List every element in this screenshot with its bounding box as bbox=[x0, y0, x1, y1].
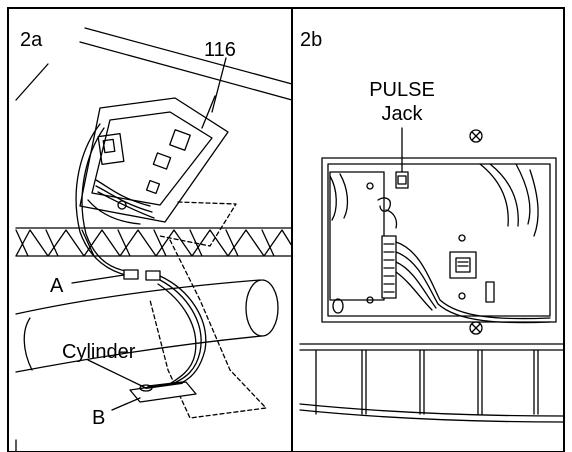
pulse-jack-label-line2: Jack bbox=[381, 103, 423, 125]
panel-2b bbox=[299, 127, 565, 423]
callout-cylinder: Cylinder bbox=[62, 341, 136, 363]
panel-label-2b: 2b bbox=[300, 29, 322, 51]
pulse-jack-label-line1: PULSE bbox=[369, 79, 435, 101]
panel-label-2a: 2a bbox=[20, 29, 43, 51]
part-number-label: 116 bbox=[204, 39, 236, 61]
figure-frame bbox=[7, 7, 565, 452]
callout-a: A bbox=[50, 275, 64, 297]
panel-2a bbox=[15, 27, 293, 452]
callout-b: B bbox=[92, 407, 105, 429]
